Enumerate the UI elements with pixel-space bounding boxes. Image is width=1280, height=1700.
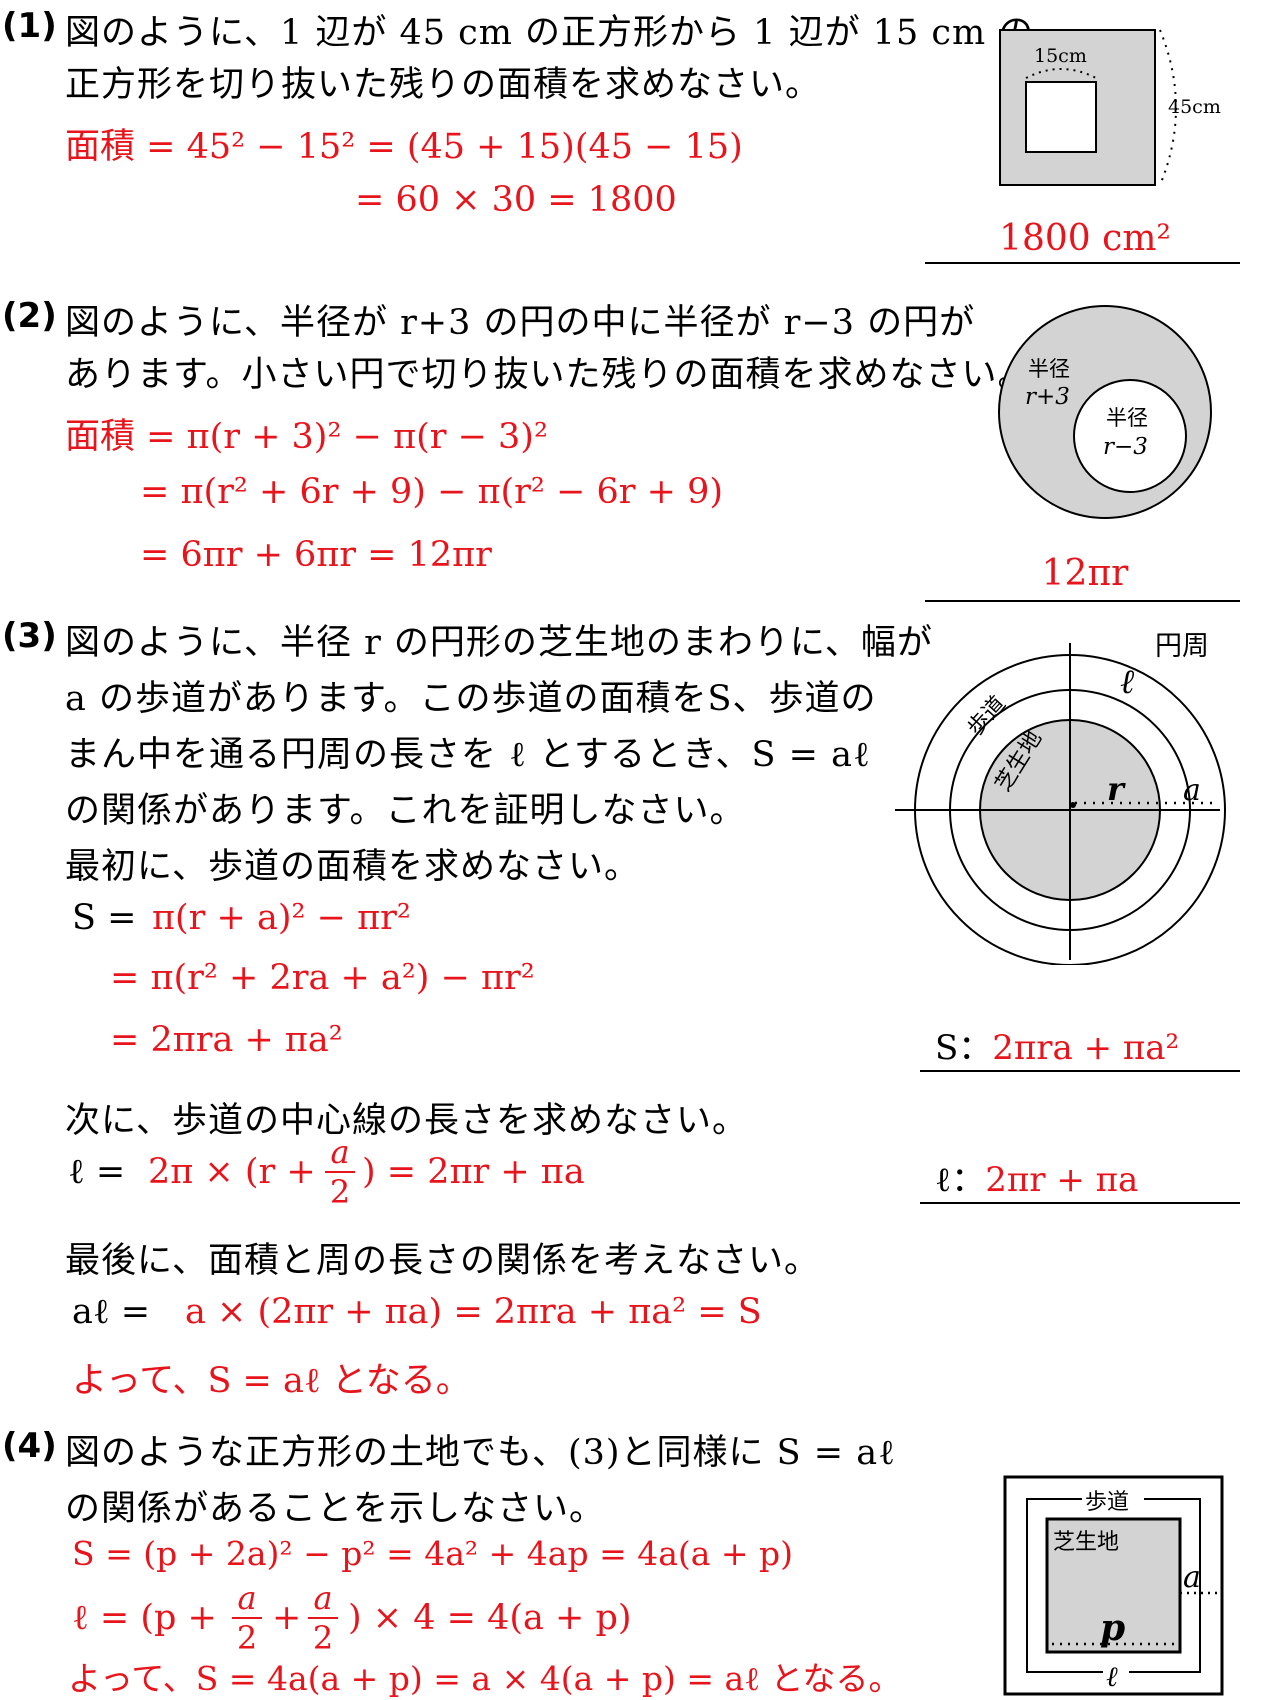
q3-a-label: a [1183,773,1201,808]
q3-text-line4: の関係があります。これを証明しなさい。 [65,791,746,831]
q4-grass-label: 芝生地 [1053,1530,1119,1555]
q2-number: (2) [2,296,57,336]
q2-work-line1: 面積 = π(r + 3)² − π(r − 3)² [65,417,548,457]
q2-figure: 半径 r+3 半径 r−3 [998,305,1212,519]
q2-inner-label-2: r−3 [1103,434,1148,460]
q4-ell-label: ℓ [1106,1660,1118,1693]
q3-l-fraction: a 2 [325,1134,355,1210]
q1-inner-label: 15cm [1034,45,1087,67]
q4-frac2-bar [308,1617,338,1619]
q3-l-label: ℓ = [68,1152,126,1192]
q3-text-line1: 図のように、半径 r の円形の芝生地のまわりに、幅が [65,623,933,663]
q3-al-work: a × (2πr + πa) = 2πra + πa² = S [185,1292,762,1332]
q4-ell-label-bg [1103,1660,1129,1690]
q2-outer-label-2: r+3 [1025,384,1070,410]
q3-step1: 最初に、歩道の面積を求めなさい。 [65,847,640,887]
q2-inner-label-1: 半径 [1106,406,1148,430]
q4-conclusion: よって、S = 4a(a + p) = a × 4(a + p) = aℓ とな… [68,1659,902,1698]
q1-inner-square [1025,81,1097,153]
q3-answer-s-label: S： [935,1028,993,1068]
q4-p-label: p [1100,1607,1125,1649]
q3-conclusion: よって、S = aℓ となる。 [72,1361,471,1401]
q2-text-line2: あります。小さい円で切り抜いた残りの面積を求めなさい。 [65,355,1034,395]
q3-circumference-label: 円周 [1155,631,1209,662]
q3-number: (3) [2,616,57,656]
q3-r-label: r [1107,770,1126,808]
q3-l-part1: 2π × (r + [148,1152,316,1192]
q3-s-line3: = 2πra + πa² [110,1020,343,1060]
q1-inner-dim-arc [1025,68,1097,79]
q3-center-point [1070,802,1076,808]
q4-frac1-den: 2 [236,1619,258,1657]
q2-outer-label-1: 半径 [1028,357,1070,381]
q2-answer: 12πr [1041,553,1129,594]
q3-l-part2: ) = 2πr + πa [362,1152,585,1192]
q3-step3: 最後に、面積と周の長さの関係を考えなさい。 [65,1241,820,1281]
q4-work-line2-part2: ) × 4 = 4(a + p) [348,1598,632,1638]
q4-text-line2: の関係があることを示しなさい。 [65,1489,606,1529]
q4-walkway-label-bg [1082,1486,1144,1516]
q3-al-label: aℓ = [72,1292,151,1332]
q4-work-line2-part1: ℓ = (p + [72,1598,217,1638]
q4-outer-square [1003,1475,1224,1696]
q1-text-line1: 図のように、1 辺が 45 cm の正方形から 1 辺が 15 cm の [65,13,1035,53]
q4-figure: 歩道 芝生地 a p ℓ [1003,1475,1224,1696]
q3-answer-l: ℓ：2πr + πa [935,1152,1138,1201]
q1-figure: 15cm 45cm [999,29,1221,186]
q1-text-line2: 正方形を切り抜いた残りの面積を求めなさい。 [65,65,822,105]
q3-answer-l-line [920,1202,1240,1204]
q3-answer-l-label: ℓ： [935,1160,986,1200]
q4-work-line2-plus: + [272,1598,302,1638]
q3-figure: 円周 ℓ r a 歩道 芝生地 [895,631,1226,965]
q2-answer-line [925,600,1240,602]
q4-text-line1: 図のような正方形の土地でも、(3)と同様に S = aℓ [65,1433,896,1473]
q4-frac2-den: 2 [312,1619,334,1657]
q3-s-line2: = π(r² + 2ra + a²) − πr² [110,958,535,998]
q3-text-line2: a の歩道があります。この歩道の面積をS、歩道の [65,679,877,719]
q4-frac1-bar [232,1617,262,1619]
q3-s-line1: π(r + a)² − πr² [152,898,411,938]
q4-frac2-num: a [313,1579,333,1617]
q3-text-line3: まん中を通る円周の長さを ℓ とするとき、S = aℓ [65,735,871,775]
q3-l-frac-den: 2 [329,1173,351,1211]
q2-work-line2: = π(r² + 6r + 9) − π(r² − 6r + 9) [140,472,724,512]
q4-grass-square [1045,1517,1182,1654]
q4-walkway-label: 歩道 [1085,1490,1129,1515]
q4-work-line1: S = (p + 2a)² − p² = 4a² + 4ap = 4a(a + … [72,1534,794,1573]
q1-work-line1: 面積 = 45² − 15² = (45 + 15)(45 − 15) [65,127,743,167]
q2-text-line1: 図のように、半径が r+3 の円の中に半径が r−3 の円が [65,303,976,343]
q4-fraction-2: a 2 [308,1580,338,1656]
q3-s-label: S = [72,898,137,938]
q4-number: (4) [2,1426,57,1466]
q2-inner-circle [1073,379,1187,493]
q3-ell-label: ℓ [1120,662,1134,702]
q3-answer-l-value: 2πr + πa [985,1160,1139,1200]
q3-l-frac-bar [325,1171,355,1173]
q1-answer-line [925,262,1240,264]
q3-step2: 次に、歩道の中心線の長さを求めなさい。 [65,1101,748,1141]
q3-answer-s-line [920,1070,1240,1072]
q1-outer-label: 45cm [1168,96,1221,118]
q4-frac1-num: a [237,1579,257,1617]
q1-answer: 1800 cm² [999,218,1171,259]
q1-work-line2: = 60 × 30 = 1800 [355,180,677,220]
q4-a-label: a [1183,1560,1201,1595]
q1-number: (1) [2,6,57,46]
q3-l-frac-num: a [330,1133,350,1171]
q3-answer-s-value: 2πra + πa² [992,1028,1180,1068]
q4-fraction-1: a 2 [232,1580,262,1656]
q2-work-line3: = 6πr + 6πr = 12πr [140,535,492,575]
q3-walkway-label: 歩道 [963,692,1011,741]
q3-answer-s: S：2πra + πa² [935,1020,1179,1069]
